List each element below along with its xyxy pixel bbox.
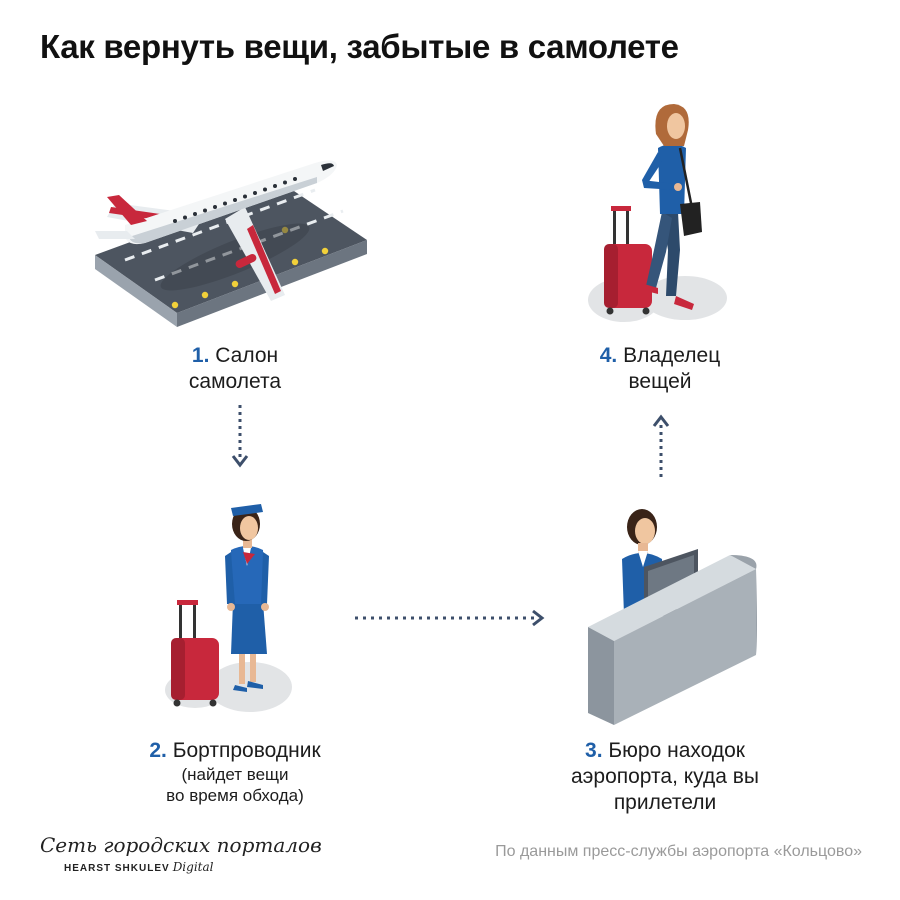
step-3-caption: 3. Бюро находок аэропорта, куда вы приле… xyxy=(545,738,785,816)
step-4-number: 4. xyxy=(599,344,618,367)
step-1-line1: Салон xyxy=(215,344,279,367)
step-4-line2: вещей xyxy=(628,370,692,393)
owner-illustration xyxy=(588,104,727,322)
arrow-right-icon xyxy=(355,609,545,627)
lost-and-found-desk-illustration xyxy=(588,509,757,725)
step-1-number: 1. xyxy=(191,344,210,367)
step-3-line3: прилетели xyxy=(613,791,717,814)
flight-attendant-illustration xyxy=(165,504,292,712)
publisher-logo-brand: HEARST SHKULEV xyxy=(64,863,170,874)
arrow-down-icon xyxy=(231,405,249,468)
step-2-line1: Бортпроводник xyxy=(172,739,321,762)
page-title: Как вернуть вещи, забытые в самолете xyxy=(40,28,679,65)
step-2-sub1: (найдет вещи xyxy=(181,765,289,784)
step-4-caption: 4. Владелец вещей xyxy=(565,343,755,395)
arrow-up-icon xyxy=(652,414,670,479)
step-4-line1: Владелец xyxy=(623,344,721,367)
step-2-caption: 2. Бортпроводник (найдет вещи во время о… xyxy=(110,738,360,806)
publisher-logo-digital: Digital xyxy=(172,860,214,874)
step-3-line2: аэропорта, куда вы xyxy=(571,765,759,788)
publisher-logo-text: Сеть городских порталов xyxy=(40,833,322,857)
airplane-illustration xyxy=(95,160,367,327)
step-3-line1: Бюро находок xyxy=(608,739,745,762)
step-3-number: 3. xyxy=(585,739,603,762)
source-note: По данным пресс-службы аэропорта «Кольцо… xyxy=(495,843,862,860)
step-2-sub2: во время обхода) xyxy=(166,786,304,805)
step-1-line2: самолета xyxy=(188,370,282,393)
step-1-caption: 1. Салон самолета xyxy=(160,343,310,395)
step-2-number: 2. xyxy=(149,739,167,762)
